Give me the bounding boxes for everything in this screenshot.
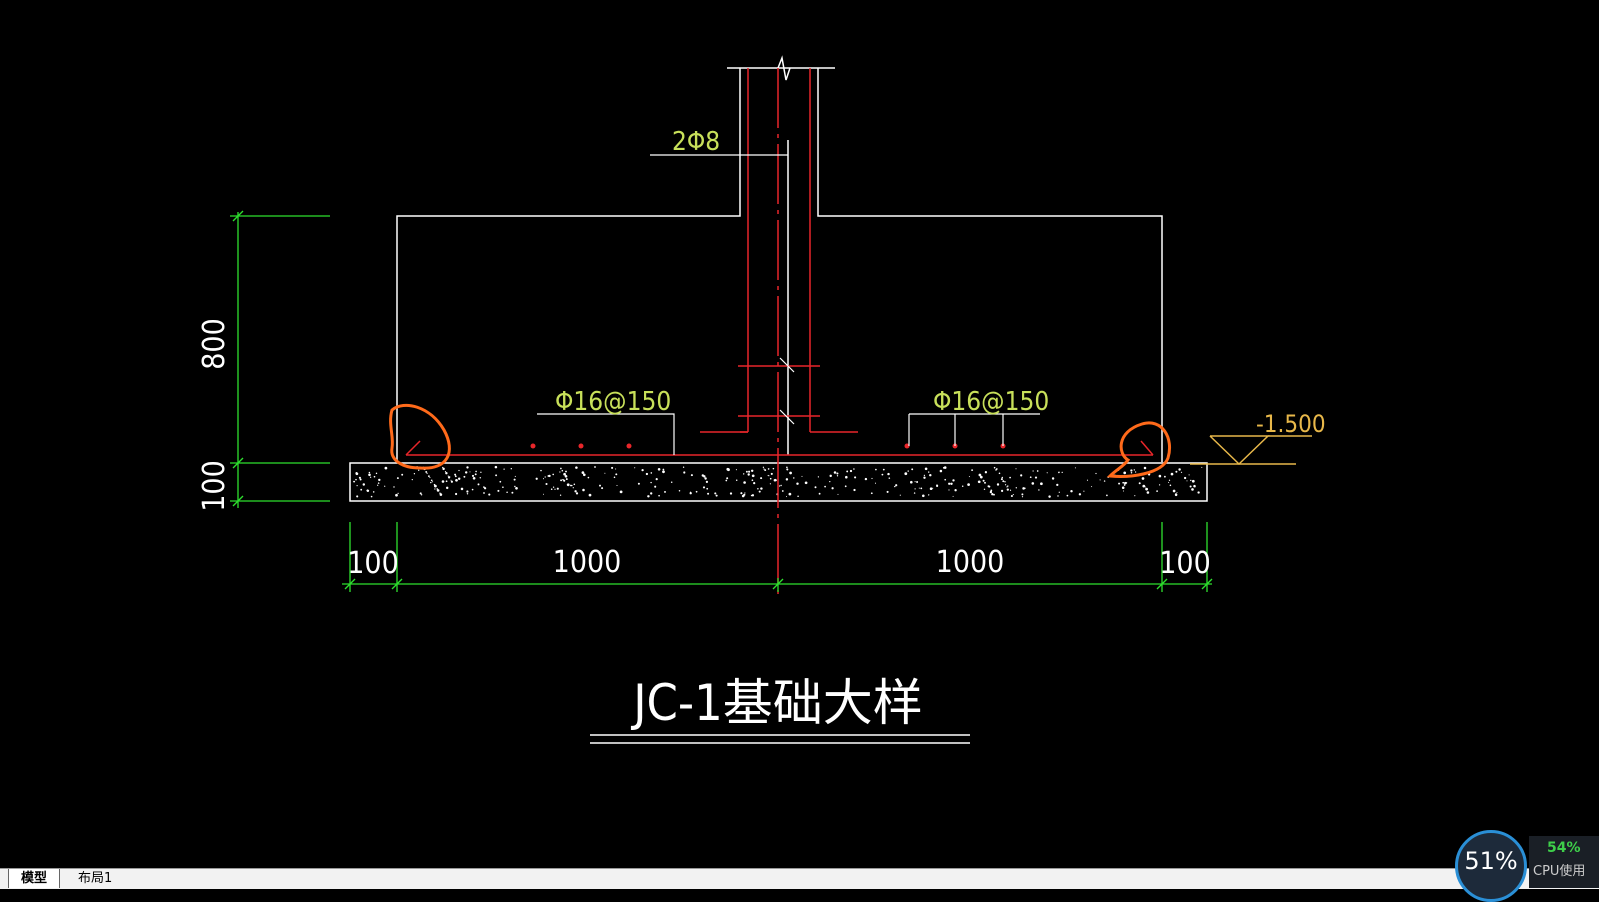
dim-vertical-800: 800: [197, 318, 232, 370]
cpu-percent: 51%: [1464, 847, 1518, 875]
label-elevation: -1.500: [1256, 410, 1326, 438]
cpu-usage-panel: 54% CPU使用: [1529, 836, 1599, 888]
break-marks: [779, 357, 795, 425]
footing-outline: [396, 55, 1163, 462]
dim-right-100: 100: [1159, 546, 1211, 581]
layout-tab-bar: 模型 布局1: [0, 868, 1599, 889]
tab-model[interactable]: 模型: [8, 869, 61, 888]
label-bottom-rebar-left: Φ16@150: [555, 387, 671, 417]
markup-circles: [389, 403, 1171, 478]
elevation-symbol: [1190, 435, 1312, 466]
label-bottom-rebar-right: Φ16@150: [933, 387, 1049, 417]
cpu-usage-label: CPU使用: [1533, 864, 1586, 879]
dim-left-1000: 1000: [553, 545, 622, 580]
cpu-monitor-widget[interactable]: 54% CPU使用 51%: [1455, 830, 1599, 902]
dim-vertical-100: 100: [197, 460, 232, 512]
cad-drawing-canvas[interactable]: 800 100 100 1000 1000 100 2Φ8 Φ16@150 Φ1…: [0, 0, 1599, 868]
dimension-lines: [230, 210, 1213, 592]
cpu-usage-value: 54%: [1547, 840, 1581, 856]
tab-layout1[interactable]: 布局1: [78, 871, 113, 886]
title-underline: [590, 734, 970, 744]
drawing-title: JC-1基础大样: [630, 674, 923, 732]
label-column-rebar: 2Φ8: [672, 127, 720, 157]
dim-left-100: 100: [347, 546, 399, 581]
rebar-lines: [405, 68, 1154, 600]
dim-right-1000: 1000: [936, 545, 1005, 580]
annotation-leaders: [537, 154, 1040, 455]
rebar-dots: [530, 443, 1006, 449]
cpu-gauge-ring: 51%: [1455, 830, 1527, 902]
